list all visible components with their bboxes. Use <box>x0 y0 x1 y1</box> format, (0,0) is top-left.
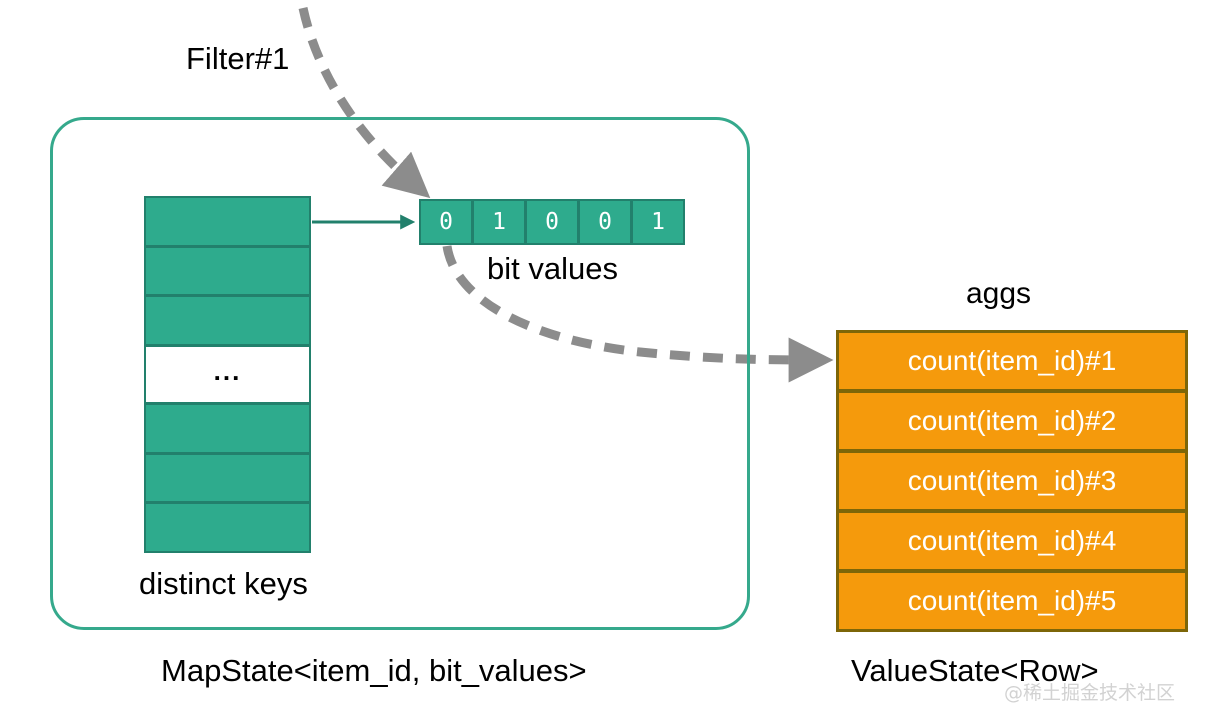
bit-cell: 1 <box>472 199 526 245</box>
mapstate-type-label: MapState<item_id, bit_values> <box>161 653 587 688</box>
bit-values-row: 0 1 0 0 1 <box>419 199 685 245</box>
distinct-keys-column: ... <box>144 196 311 554</box>
valuestate-type-label: ValueState<Row> <box>851 653 1099 688</box>
bit-cell: 0 <box>578 199 632 245</box>
key-cell <box>144 452 311 504</box>
bit-cell: 0 <box>525 199 579 245</box>
agg-cell: count(item_id)#3 <box>836 450 1188 512</box>
aggs-stack: count(item_id)#1 count(item_id)#2 count(… <box>836 330 1188 632</box>
bit-values-label: bit values <box>487 251 618 286</box>
key-cell <box>144 502 311 554</box>
key-cell <box>144 196 311 247</box>
mapstate-container <box>50 117 750 630</box>
agg-cell: count(item_id)#2 <box>836 390 1188 452</box>
aggs-label: aggs <box>966 277 1032 310</box>
watermark: @稀土掘金技术社区 <box>1004 682 1176 704</box>
key-cell <box>144 295 311 347</box>
distinct-keys-label: distinct keys <box>139 566 308 601</box>
key-cell <box>144 245 311 297</box>
bit-cell: 0 <box>419 199 473 245</box>
agg-cell: count(item_id)#5 <box>836 570 1188 632</box>
bit-cell: 1 <box>631 199 685 245</box>
filter-label: Filter#1 <box>186 41 290 76</box>
agg-cell: count(item_id)#4 <box>836 510 1188 572</box>
key-cell-ellipsis: ... <box>144 345 311 404</box>
key-cell <box>144 402 311 454</box>
agg-cell: count(item_id)#1 <box>836 330 1188 392</box>
